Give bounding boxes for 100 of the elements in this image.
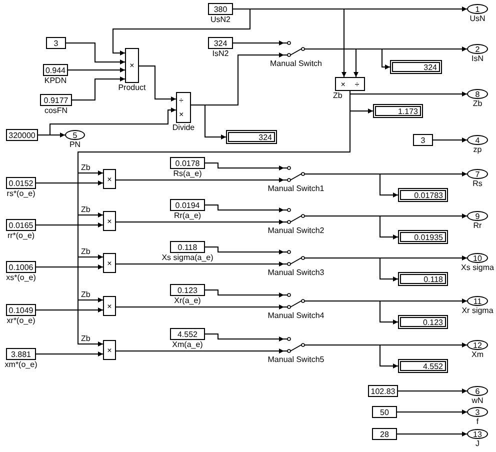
signal-line: [204, 204, 284, 212]
signal-line: [36, 352, 104, 356]
signal-line: [66, 42, 126, 64]
signal-line: [308, 344, 398, 368]
display-block: 0.118: [398, 272, 448, 286]
display-block: 0.01783: [398, 188, 448, 202]
constant-block: 28: [372, 428, 397, 440]
block-label: J: [476, 440, 480, 448]
outport: 4: [467, 135, 488, 145]
block-label: Xm(a_e): [172, 341, 203, 349]
block-label: UsN2: [210, 16, 230, 24]
constant-block: 0.944: [43, 64, 68, 76]
signal-line: [190, 104, 226, 140]
signal-line: [116, 348, 284, 354]
operator-symbol: ×: [179, 110, 184, 120]
constant-block: 0.0152: [6, 177, 36, 189]
block-label: Rs: [472, 180, 482, 188]
block-label: Xs sigma: [461, 264, 494, 272]
signal-line: [116, 178, 284, 182]
edge-label: Zb: [81, 163, 90, 172]
outport: 7: [467, 169, 488, 179]
signal-line: [308, 48, 390, 70]
signal-line: [308, 258, 398, 282]
signal-line: [68, 68, 126, 72]
constant-block: 0.0194: [170, 199, 205, 211]
outport: 2: [467, 44, 488, 54]
signal-line: [36, 222, 104, 228]
block-label: Manual Switch1: [268, 185, 324, 193]
display-block: 324: [226, 130, 277, 144]
product-block: ×: [103, 169, 116, 189]
edge-label: Zb: [81, 205, 90, 214]
product-block: ×: [103, 340, 116, 360]
constant-block: 50: [372, 406, 397, 418]
outport: 9: [467, 211, 488, 221]
constant-block: 380: [208, 3, 233, 15]
block-label: Manual Switch5: [268, 356, 324, 364]
signal-line: [36, 264, 104, 270]
block-label: Manual Switch: [270, 60, 322, 68]
operator-symbol: ÷: [354, 80, 360, 88]
constant-block: 0.1006: [6, 261, 36, 273]
signal-line: [72, 76, 126, 100]
block-label: Manual Switch2: [268, 227, 324, 235]
block-label: Xr sigma: [462, 307, 494, 315]
signal-line: [398, 388, 468, 394]
product-block: ×: [103, 253, 116, 273]
outport: 10: [467, 253, 488, 263]
operator-symbol: ÷: [179, 96, 184, 105]
signal-line: [232, 8, 346, 78]
constant-block: 3: [413, 134, 433, 146]
display-block: 4.552: [398, 359, 448, 373]
block-label: Rr(a_e): [174, 212, 202, 220]
signal-line: [308, 174, 398, 198]
constant-block: 320000: [6, 129, 38, 141]
signal-line: [204, 290, 284, 298]
signal-line: [350, 90, 468, 96]
outport: 3: [467, 407, 488, 417]
block-label: Zb: [472, 100, 482, 108]
display-block: 1.173: [373, 104, 423, 118]
signal-line: [204, 162, 284, 170]
signal-line: [308, 216, 398, 240]
block-label: xm*(o_e): [4, 361, 38, 369]
outport: 8: [467, 89, 488, 99]
block-label: Zb: [333, 92, 342, 100]
edge-label: Zb: [81, 334, 90, 343]
block-label: rr*(o_e): [7, 232, 35, 240]
constant-block: 4.552: [170, 328, 205, 340]
block-label: zp: [473, 146, 482, 154]
signal-line: [204, 334, 284, 342]
signal-line: [308, 300, 398, 324]
edge-label: Zb: [81, 290, 90, 299]
display-block: 324: [390, 60, 442, 74]
block-label: Rr: [473, 222, 482, 230]
constant-block: 0.1049: [6, 304, 36, 316]
block-label: IsN2: [212, 50, 229, 58]
signal-line: [112, 8, 250, 56]
display-block: 0.123: [398, 315, 448, 329]
block-label: Rs(a_e): [173, 170, 202, 178]
block-label: rs*(o_e): [6, 190, 36, 198]
outport: 1: [467, 4, 488, 14]
block-label: Xm: [472, 351, 484, 359]
outport: 5: [65, 130, 85, 140]
constant-block: 324: [208, 37, 233, 49]
outport: 13: [467, 429, 488, 439]
block-label: IsN: [472, 55, 484, 63]
outport: 6: [467, 386, 488, 396]
signal-line: [232, 40, 284, 46]
signal-line: [116, 262, 284, 266]
block-label: wN: [472, 397, 484, 405]
signal-line: [396, 432, 468, 436]
constant-block: 0.118: [170, 241, 205, 253]
block-label: xr*(o_e): [6, 317, 36, 325]
outport: 11: [467, 296, 488, 306]
block-label: Manual Switch4: [268, 312, 324, 320]
constant-block: 102.83: [368, 385, 398, 397]
product-block: ×: [103, 211, 116, 231]
operator-symbol: ×: [340, 80, 346, 88]
constant-block: 3.881: [6, 348, 36, 360]
signal-line: [138, 66, 176, 102]
constant-block: 0.0178: [170, 157, 205, 169]
block-label: xs*(o_e): [6, 274, 36, 282]
